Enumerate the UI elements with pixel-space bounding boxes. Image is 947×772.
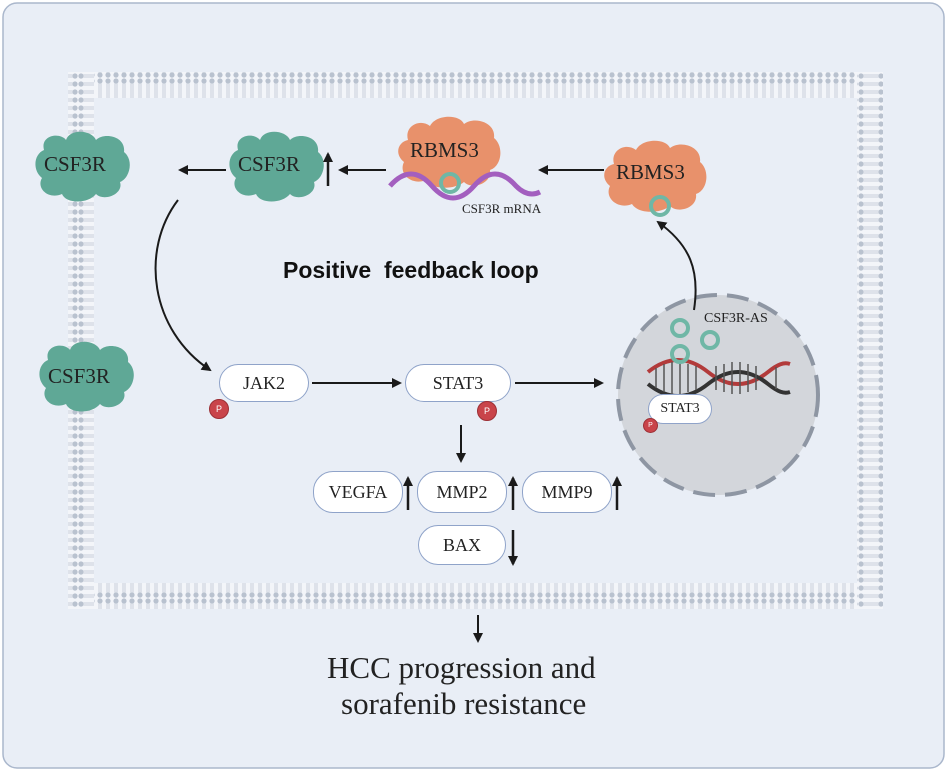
rbms3-protein-icon — [398, 116, 501, 188]
csf3r-as-rna-icon — [670, 318, 720, 364]
csf3r-as-label: CSF3R-AS — [704, 311, 768, 326]
outcome-line-2: sorafenib resistance — [341, 686, 587, 721]
stat3-nucleus-node: STAT3 — [648, 394, 712, 424]
jak2-node: JAK2 — [219, 364, 309, 402]
arrow — [154, 199, 212, 372]
stat3-node: STAT3 — [405, 364, 511, 402]
phospho-group-icon: P — [477, 401, 497, 421]
csf3r-receptor-icon — [39, 341, 134, 412]
csf3r-receptor-icon — [229, 131, 324, 202]
rbms3-protein-icon — [604, 140, 707, 212]
outcome-line-1: HCC progression and — [327, 650, 596, 685]
mmp2-node: MMP2 — [417, 471, 507, 513]
vegfa-node: VEGFA — [313, 471, 403, 513]
rbms3-label: RBMS3 — [410, 138, 479, 162]
arrow — [656, 220, 697, 311]
mmp9-node: MMP9 — [522, 471, 612, 513]
csf3r-label: CSF3R — [238, 152, 300, 176]
mrna-label: CSF3R mRNA — [462, 201, 542, 216]
rna-ring-icon — [649, 195, 671, 217]
csf3r-label: CSF3R — [48, 364, 110, 388]
csf3r-mrna-icon — [388, 171, 542, 201]
csf3r-label: CSF3R — [44, 152, 106, 176]
phospho-group-icon: P — [643, 418, 658, 433]
rna-ring-icon — [439, 172, 461, 194]
bax-node: BAX — [418, 525, 506, 565]
feedback-loop-title: Positive feedback loop — [283, 257, 539, 283]
rbms3-label: RBMS3 — [616, 160, 685, 184]
phospho-group-icon: P — [209, 399, 229, 419]
csf3r-receptor-icon — [35, 131, 130, 202]
nucleus — [616, 293, 820, 497]
